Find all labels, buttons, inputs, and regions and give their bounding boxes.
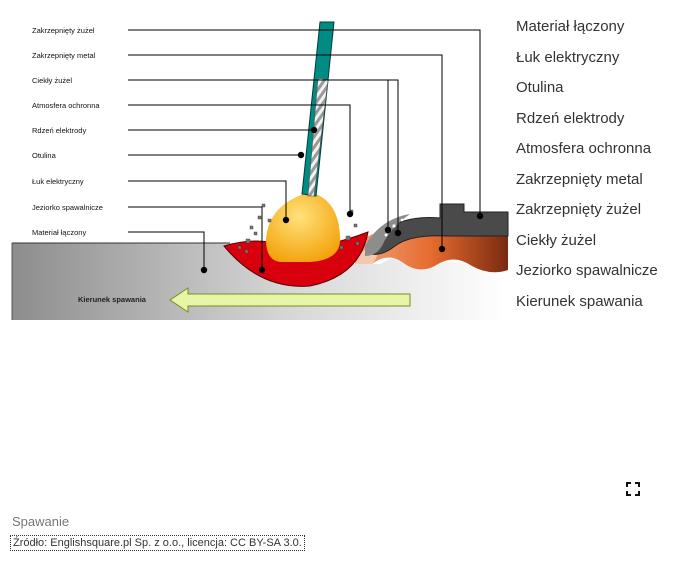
legend-item: Zakrzepnięty żużel: [516, 201, 642, 218]
caption-source-link[interactable]: Źródło: Englishsquare.pl Sp. z o.o., lic…: [10, 535, 305, 551]
direction-label: Kierunek spawania: [78, 295, 147, 304]
callout-pool: Jeziorko spawalnicze: [32, 203, 103, 212]
callout-base: Materiał łączony: [32, 228, 86, 237]
fullscreen-button[interactable]: [624, 480, 642, 498]
legend-item: Kierunek spawania: [516, 292, 643, 310]
legend-item: Atmosfera ochronna: [516, 140, 652, 157]
solidified-slag: [371, 203, 509, 255]
legend-item: Łuk elektryczny: [516, 48, 620, 66]
direction-arrow: [169, 287, 411, 313]
callout-slag-solid: Zakrzepnięty żużel: [32, 26, 95, 35]
callout-arc: Łuk elektryczny: [32, 177, 84, 186]
fullscreen-icon: [626, 482, 640, 496]
legend-item: Ciekły żużel: [516, 231, 597, 249]
leader-dots: [200, 126, 484, 274]
callout-slag-liquid: Ciekły żużel: [32, 76, 72, 85]
leader-lines: [128, 29, 481, 270]
electrode: [301, 21, 335, 197]
legend-item: Materiał łączony: [516, 18, 625, 35]
electric-arc: [266, 192, 340, 262]
legend-item: Jeziorko spawalnicze: [516, 262, 658, 279]
legend-item: Rdzeń elektrody: [516, 109, 625, 127]
liquid-slag: [365, 214, 410, 256]
legend-list: Materiał łączony Łuk elektryczny Otulina…: [516, 16, 666, 321]
callout-atmosphere: Atmosfera ochronna: [32, 101, 100, 110]
callout-coating: Otulina: [32, 151, 57, 160]
figure: Kierunek spawania Zakrzepnięty żużel Zak…: [11, 16, 666, 498]
welding-diagram: Kierunek spawania Zakrzepnięty żużel Zak…: [11, 21, 509, 320]
legend-item: Zakrzepnięty metal: [516, 170, 643, 188]
callout-core: Rdzeń elektrody: [32, 126, 86, 135]
caption-title: Spawanie: [12, 514, 70, 529]
callout-metal-solid: Zakrzepnięty metal: [32, 51, 96, 60]
legend-item: Otulina: [516, 79, 564, 96]
